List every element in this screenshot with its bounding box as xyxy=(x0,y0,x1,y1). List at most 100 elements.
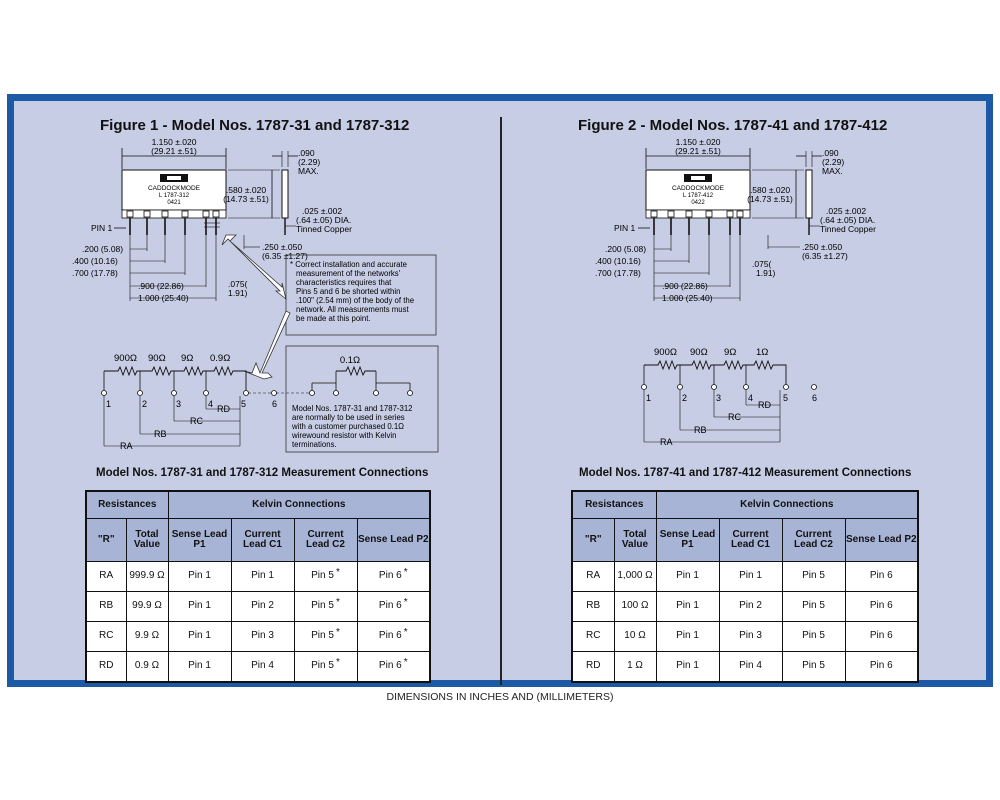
fig1-height-mm: (14.73 ±.51) xyxy=(223,194,269,204)
fig1-resistor-chain xyxy=(104,365,247,391)
table1-cell: Pin 6* xyxy=(356,591,431,622)
table1-cell: 99.9 Ω xyxy=(125,591,169,622)
fig1-install-note-box xyxy=(285,254,437,336)
fig2-width-dim: 1.150 ±.020 xyxy=(676,137,721,147)
table-row: RC 9.9 Ω Pin 1 Pin 3 Pin 5* Pin 6* xyxy=(85,621,431,652)
table2-header-r: "R" xyxy=(571,518,615,562)
table2-cell: RA xyxy=(571,561,615,592)
fig2-rb-label: RB xyxy=(694,425,707,435)
fig2-pin1-label: PIN 1 xyxy=(614,223,636,233)
table1-header-c1: Current Lead C1 xyxy=(230,518,295,562)
table2-header-c1: Current Lead C1 xyxy=(718,518,783,562)
fig2-pin-6: 6 xyxy=(812,393,817,403)
fig2-thick-max: MAX. xyxy=(822,166,843,176)
table-row: RA 1,000 Ω Pin 1 Pin 1 Pin 5 Pin 6 xyxy=(571,561,919,592)
fig1-width-dim: 1.150 ±.020 xyxy=(152,137,197,147)
table-row: RC 10 Ω Pin 1 Pin 3 Pin 5 Pin 6 xyxy=(571,621,919,652)
fig2-d200: .200 (5.08) xyxy=(605,244,646,254)
fig2-side-view xyxy=(805,169,813,219)
fig1-label-brand: CADDOCKMODE xyxy=(148,185,201,192)
table-row: RB 100 Ω Pin 1 Pin 2 Pin 5 Pin 6 xyxy=(571,591,919,622)
fig1-pin-3: 3 xyxy=(176,399,181,409)
fig1-thick-max: MAX. xyxy=(298,166,319,176)
fig2-d1000: 1.000 (25.40) xyxy=(662,293,713,303)
fig1-res-90: 90Ω xyxy=(148,353,166,364)
table2-cell: Pin 6 xyxy=(844,591,919,622)
fig2-rd-label: RD xyxy=(758,400,771,410)
fig1-d700: .700 (17.78) xyxy=(72,268,118,278)
fig2-res-9: 9Ω xyxy=(724,347,736,358)
fig1-label-model: L 1787-312 xyxy=(159,193,190,199)
table2-header-p1: Sense Lead P1 xyxy=(655,518,720,562)
table1-header-c2: Current Lead C2 xyxy=(293,518,358,562)
fig2-pin-dia-mm: (.64 ±.05) DIA. xyxy=(820,215,875,225)
fig1-shunt-resistor xyxy=(336,365,376,377)
table1-cell: Pin 4 xyxy=(230,651,295,683)
fig2-ra-label: RA xyxy=(660,437,673,447)
fig2-label-code: 0422 xyxy=(691,200,705,206)
fig2-label-brand: CADDOCKMODE xyxy=(672,185,725,192)
fig2-d075-mm: 1.91) xyxy=(756,268,776,278)
fig1-d900: .900 (22.86) xyxy=(138,281,184,291)
fig1-pin-1: 1 xyxy=(106,399,111,409)
fig2-res-90: 90Ω xyxy=(690,347,708,358)
fig1-label-code: 0421 xyxy=(167,200,181,206)
fig1-rb-label: RB xyxy=(154,429,167,439)
fig1-ra-label: RA xyxy=(120,441,133,451)
fig1-d075-mm: 1.91) xyxy=(228,288,248,298)
table1-cell: Pin 1 xyxy=(167,651,232,683)
table1-cell: RD xyxy=(85,651,127,683)
table1-header-r: "R" xyxy=(85,518,127,562)
fig1-pin-finish: Tinned Copper xyxy=(296,224,352,234)
fig1-series-note: Model Nos. 1787-31 and 1787-312 are norm… xyxy=(291,404,415,449)
table2-cell: Pin 1 xyxy=(655,561,720,592)
table2-title: Model Nos. 1787-41 and 1787-412 Measurem… xyxy=(579,467,912,479)
fig2-thick-dim: .090 xyxy=(822,148,839,158)
table2-cell: RC xyxy=(571,621,615,652)
fig1-d1000: 1.000 (25.40) xyxy=(138,293,189,303)
fig1-note-arrow-down xyxy=(243,310,291,380)
table2-header-total: Total Value xyxy=(613,518,657,562)
table1-cell: Pin 1 xyxy=(230,561,295,592)
datasheet-frame: Figure 1 - Model Nos. 1787-31 and 1787-3… xyxy=(7,94,993,687)
table1-cell: Pin 2 xyxy=(230,591,295,622)
panel-divider xyxy=(500,117,502,685)
table1-cell: Pin 5* xyxy=(293,621,358,652)
table1-cell: Pin 6* xyxy=(356,651,431,683)
table2: Resistances Kelvin Connections "R" Total… xyxy=(571,490,920,683)
table2-cell: 10 Ω xyxy=(613,621,657,652)
table1-header-p1: Sense Lead P1 xyxy=(167,518,232,562)
fig1-d200: .200 (5.08) xyxy=(82,244,123,254)
fig2-pin-dia: .025 ±.002 xyxy=(826,206,866,216)
fig1-pin-dia: .025 ±.002 xyxy=(302,206,342,216)
fig2-pin-len-mm: (6.35 ±1.27) xyxy=(802,251,848,261)
table1-header-total: Total Value xyxy=(125,518,169,562)
table1-cell: Pin 6* xyxy=(356,621,431,652)
table2-cell: Pin 1 xyxy=(655,621,720,652)
table1-cell: Pin 6* xyxy=(356,561,431,592)
fig1-pin-len-mm: (6.35 ±1.27) xyxy=(262,251,308,261)
fig1-pin-len: .250 ±.050 xyxy=(262,242,302,252)
figure1-diagram: 1.150 ±.020 (29.21 ±.51) CADDOCKMODE L 1… xyxy=(72,137,439,453)
table1-cell: RC xyxy=(85,621,127,652)
table1-cell: 9.9 Ω xyxy=(125,621,169,652)
fig1-note-arrow-up xyxy=(221,234,287,301)
table2-cell: Pin 3 xyxy=(718,621,783,652)
fig1-series-note-box xyxy=(285,345,439,453)
fig2-pin-len: .250 ±.050 xyxy=(802,242,842,252)
fig1-rc-label: RC xyxy=(190,416,203,426)
dimensions-caption: DIMENSIONS IN INCHES AND (MILLIMETERS) xyxy=(386,691,614,703)
fig1-thick-dim: .090 xyxy=(298,148,315,158)
fig2-label-model: L 1787-412 xyxy=(683,193,714,199)
table1: Resistances Kelvin Connections "R" Total… xyxy=(85,490,432,683)
table2-cell: Pin 5 xyxy=(781,561,846,592)
fig1-pin-dia-mm: (.64 ±.05) DIA. xyxy=(296,215,351,225)
fig1-pin-4: 4 xyxy=(208,399,213,409)
table2-cell: Pin 5 xyxy=(781,621,846,652)
table1-title: Model Nos. 1787-31 and 1787-312 Measurem… xyxy=(96,467,429,479)
table1-cell: Pin 3 xyxy=(230,621,295,652)
fig2-d075: .075( xyxy=(752,259,772,269)
fig1-height-dim: .580 ±.020 xyxy=(226,185,266,195)
fig1-side-view xyxy=(281,169,289,219)
table1-header-p2: Sense Lead P2 xyxy=(356,518,431,562)
